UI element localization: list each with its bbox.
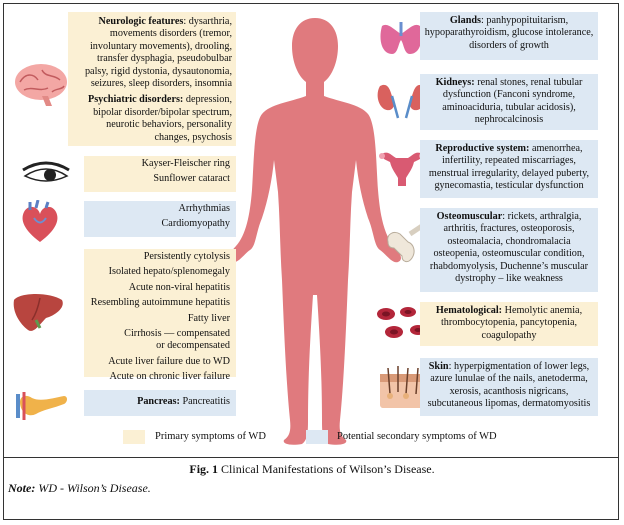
note-label: Note:: [8, 481, 36, 495]
glands-text: : panhypopituitarism, hypoparathyroidism…: [424, 15, 594, 51]
kidneys-box: Kidneys: renal stones, renal tubular dys…: [420, 74, 598, 130]
skin-text: : hyperpigmentation of lower legs, azure…: [427, 361, 591, 410]
skin-icon: [380, 366, 426, 408]
psych-heading: Psychiatric disorders:: [87, 94, 184, 106]
pancreas-text: Pancreatitis: [179, 396, 230, 407]
heart-box: Arrhythmias Cardiomyopathy: [84, 201, 236, 237]
pancreas-heading: Pancreas:: [137, 396, 180, 407]
legend-primary-swatch: [123, 430, 145, 444]
caption-label: Fig. 1: [189, 462, 219, 476]
thyroid-icon: [380, 22, 422, 54]
kidneys-text: renal stones, renal tubular dysfunction …: [442, 77, 583, 126]
heart-item: Arrhythmias: [178, 203, 231, 214]
liver-box: Persistently cytolysis Isolated hepato/s…: [84, 249, 236, 382]
neuro-text: : dysarthria, movements disorders (tremo…: [84, 16, 232, 90]
brain-icon: [15, 64, 67, 106]
neuro-heading: Neurologic features: [98, 16, 184, 27]
hema-box: Hematological: Hemolytic anemia, thrombo…: [420, 302, 598, 346]
figure-caption: Fig. 1 Clinical Manifestations of Wilson…: [0, 462, 624, 477]
pancreas-box: Pancreas: Pancreatitis: [84, 390, 236, 416]
neuro-psych-box: Neurologic features: dysarthria, movemen…: [68, 12, 236, 146]
liver-item: Isolated hepato/splenomegaly: [108, 266, 230, 278]
liver-item: Acute on chronic liver failure: [109, 371, 231, 383]
osteo-text: : rickets, arthralgia, arthritis, fractu…: [429, 211, 589, 285]
repro-box: Reproductive system: amenorrhea, inferti…: [420, 140, 598, 198]
caption-text: Clinical Manifestations of Wilson’s Dise…: [218, 462, 435, 476]
osteo-heading: Osteomuscular: [436, 211, 503, 222]
body-shape: [229, 18, 401, 445]
eye-box: Kayser-Fleischer ring Sunflower cataract: [84, 156, 236, 192]
liver-item: Resembling autoimmune hepatitis: [90, 297, 230, 309]
osteo-box: Osteomuscular: rickets, arthralgia, arth…: [420, 208, 598, 292]
figure-note: Note: WD - Wilson’s Disease.: [8, 481, 151, 496]
eye-item: Kayser-Fleischer ring: [141, 158, 230, 169]
heart-icon: [22, 200, 58, 242]
liver-item: Fatty liver: [187, 312, 230, 324]
skin-heading: Skin: [428, 361, 449, 372]
hema-heading: Hematological:: [435, 305, 503, 316]
uterus-icon: [379, 152, 425, 186]
skin-box: Skin: hyperpigmentation of lower legs, a…: [420, 358, 598, 416]
eye-icon: [22, 161, 70, 182]
legend-secondary-swatch: [306, 430, 328, 444]
repro-heading: Reproductive system:: [435, 143, 530, 154]
human-body-silhouette: [229, 18, 401, 445]
glands-heading: Glands: [449, 15, 481, 26]
heart-item: Cardiomyopathy: [161, 218, 230, 230]
glands-box: Glands: panhypopituitarism, hypoparathyr…: [420, 12, 598, 60]
liver-item: Persistently cytolysis: [143, 251, 230, 262]
repro-text: amenorrhea, infertility, repeated miscar…: [428, 143, 590, 192]
liver-item: Acute liver failure due to WD: [108, 355, 230, 367]
hema-text: Hemolytic anemia, thrombocytopenia, panc…: [440, 305, 583, 341]
liver-icon: [13, 294, 63, 331]
pancreas-icon: [16, 392, 67, 420]
figure-frame: [3, 3, 619, 520]
kidneys-heading: Kidneys:: [435, 77, 475, 88]
note-text: WD - Wilson’s Disease.: [35, 481, 151, 495]
legend-secondary-label: Potential secondary symptoms of WD: [337, 431, 497, 442]
liver-item: Cirrhosis — compensated or decompensated: [124, 328, 230, 352]
caption-divider: [4, 457, 618, 458]
liver-item: Acute non-viral hepatitis: [128, 281, 230, 293]
legend-primary-label: Primary symptoms of WD: [155, 431, 266, 442]
eye-item: Sunflower cataract: [153, 173, 230, 185]
psych-text: depression, bipolar disorder/bipolar spe…: [93, 94, 232, 143]
